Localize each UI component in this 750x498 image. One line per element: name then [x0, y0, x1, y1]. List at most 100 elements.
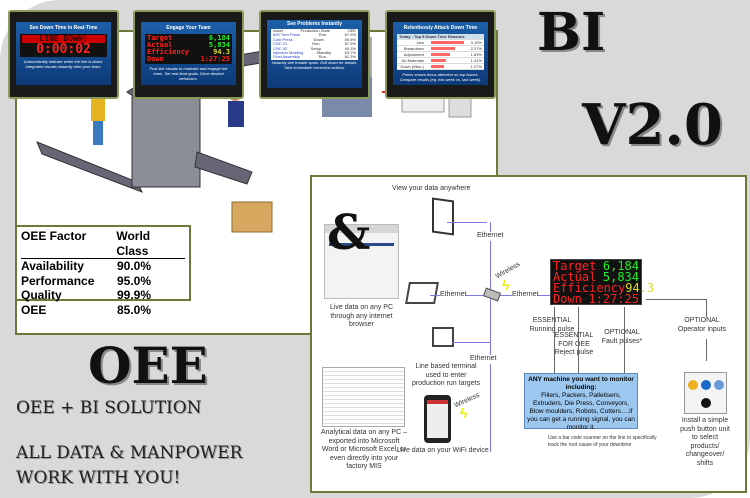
table-cell: CNC 02 — [273, 45, 288, 51]
monitor-caption: Instantly see trouble spots. Drill down … — [271, 59, 358, 70]
down-timer: 0:00:02 — [36, 42, 91, 57]
scoreboard-label: Down — [553, 292, 582, 306]
factor-cell: Quality — [21, 288, 62, 302]
label-view-anywhere: View your data anywhere — [392, 185, 471, 192]
browser-screenshot — [324, 224, 399, 299]
scoreboard-value: 6,184 — [602, 259, 639, 273]
reason-bar — [430, 53, 450, 56]
table-cell: 63.7% — [344, 50, 356, 56]
value-cell: 90.0% — [117, 259, 152, 273]
scoreboard-value: 5,834 — [602, 270, 639, 284]
scoreboard-label: Efficiency — [147, 48, 190, 56]
scoreboard-value: 5,834 — [208, 41, 230, 49]
scoreboard-value: 1:27:25 — [200, 55, 230, 63]
oee-title: OEE — [88, 336, 208, 395]
reason-pct: 2.27% — [470, 46, 482, 51]
machine-body: Fillers, Packers, Palletisers, Extruders… — [527, 392, 635, 431]
label-running-pulse: ESSENTIAL Running pulse — [529, 317, 575, 333]
monitor-attack-down-time: Relentlessly Attack Down Time Today - To… — [385, 10, 496, 99]
reason-pct: 3.15% — [470, 40, 482, 45]
header-cell: Production State — [300, 28, 331, 33]
table-cell: CNC 01 — [273, 41, 288, 47]
table-cell: Setup — [310, 45, 322, 51]
label-ethernet: Ethernet — [477, 232, 504, 241]
version-title: V2.0 — [582, 92, 723, 158]
scoreboard-value: 94.3 — [213, 48, 230, 56]
excel-screenshot — [322, 367, 405, 427]
monitor-caption: Post live visuals to motivate and engage… — [149, 66, 228, 81]
label-analytical: Analytical data on any PC – exported int… — [321, 429, 407, 470]
table-cell: Final Assembly — [273, 54, 300, 60]
tagline-line-2: WORK WITH YOU! — [16, 468, 181, 488]
reason-bar — [430, 47, 455, 50]
tagline-line-1: ALL DATA & MANPOWER — [16, 443, 243, 463]
laptop-icon — [405, 282, 439, 304]
monitor-title: Engage Your Team — [166, 25, 211, 31]
reason-row: Down (Misc.) 1.27% — [397, 64, 484, 70]
label-wireless: Wireless — [453, 391, 481, 410]
push-button-unit[interactable] — [684, 372, 727, 414]
table-cell: Down — [313, 36, 324, 42]
reason-pct: 1.41% — [470, 58, 482, 63]
wireless-bolt-icon: ϟ — [460, 405, 468, 421]
router-icon — [482, 287, 502, 302]
header-cell: Asset — [273, 28, 284, 33]
terminal-icon — [432, 327, 454, 347]
table-cell: 59.6% — [344, 36, 356, 42]
bi-title: BI — [537, 2, 606, 63]
factor-cell: OEE — [21, 302, 47, 317]
monitor-caption: Automatically indicate when the line is … — [23, 59, 104, 69]
header-cell: OEE — [347, 28, 356, 33]
ampersand-symbol: & — [327, 205, 371, 261]
label-live-pc: Live data on any PC through any internet… — [329, 304, 394, 328]
reason-pct: 1.27% — [470, 64, 482, 69]
scoreboard-label: Target — [147, 34, 173, 42]
label-reject-pulse: ESSENTIAL FOR OEE Reject pulse — [554, 332, 594, 356]
label-barcode: Use a bar code scanner on the line to sp… — [548, 435, 657, 448]
scoreboard-label: Actual — [553, 270, 597, 284]
label-ethernet: Ethernet — [512, 291, 539, 300]
monitor-down-time: See Down Time in Real-Time LINE DOWN!0:0… — [8, 10, 119, 99]
scoreboard-row: Efficiency 94.3 — [147, 49, 230, 56]
projector-screen-icon — [432, 197, 454, 236]
label-wifi: Live data on your WiFi device — [397, 447, 489, 454]
header-cell: World Class — [116, 229, 151, 258]
label-ethernet: Ethernet — [440, 291, 467, 300]
system-diagram: View your data anywhere Ethernet & Live … — [310, 175, 747, 493]
label-operator-inputs: OPTIONAL Operator inputs — [677, 317, 727, 333]
box-icon — [231, 201, 273, 233]
table-cell: Injection Molding — [273, 50, 304, 56]
table-header: Asset Production State OEE — [271, 28, 358, 33]
scoreboard-value: 1:27:25 — [588, 292, 639, 306]
panel-title: Today - Top 5 Down Time Reasons — [397, 34, 484, 40]
monitor-see-problems: See Problems Instantly Asset Production S… — [259, 10, 370, 99]
scoreboard-label: Down — [147, 55, 164, 63]
reason-name: Down (Misc.) — [400, 64, 424, 69]
scoreboard-label: Efficiency — [553, 281, 626, 295]
factor-cell: Performance — [21, 273, 95, 288]
monitor-title: See Problems Instantly — [286, 21, 343, 27]
table-cell: 67.9% — [344, 32, 356, 38]
reason-bar — [430, 59, 446, 62]
monitor-title: See Down Time in Real-Time — [29, 25, 98, 31]
reason-name: Adjustment — [403, 52, 424, 57]
label-fault-pulses: OPTIONAL Fault pulses* — [601, 329, 643, 345]
